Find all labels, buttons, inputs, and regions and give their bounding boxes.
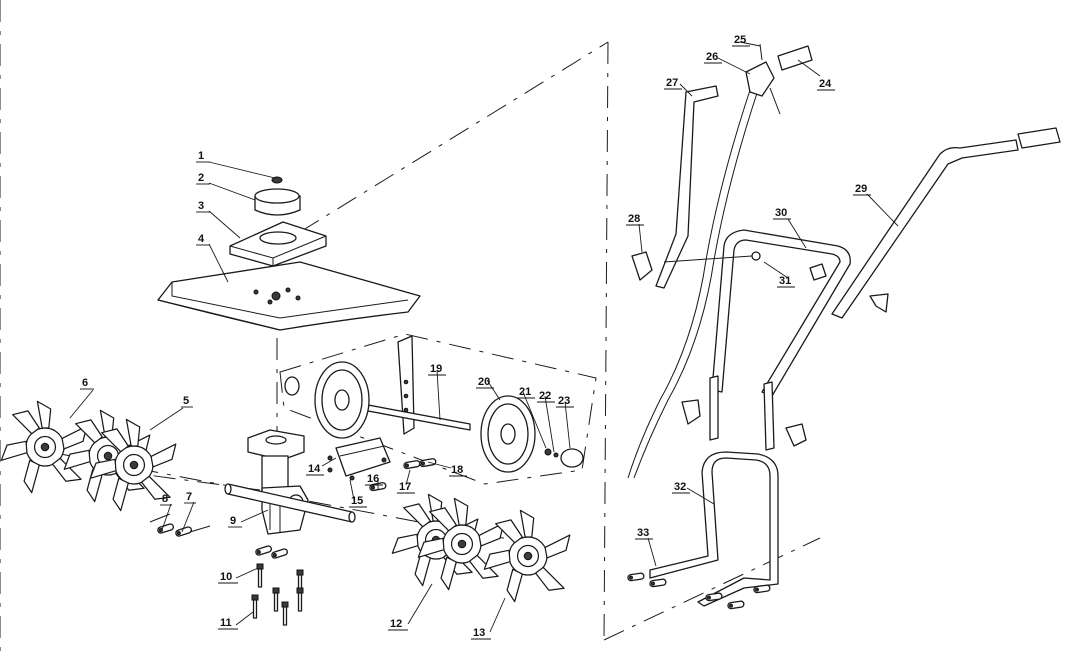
label-8: 8: [162, 493, 168, 505]
label-9: 9: [230, 515, 236, 527]
label-12: 12: [390, 618, 402, 630]
label-18: 18: [451, 464, 463, 476]
separator-line: [299, 41, 609, 233]
separator-line: [109, 469, 261, 491]
tine-12-inner: [417, 497, 505, 591]
label-10: 10: [220, 571, 232, 583]
gearbox: [247, 429, 309, 535]
label-20: 20: [478, 376, 490, 388]
label-15: 15: [351, 495, 363, 507]
label-32: 32: [674, 481, 686, 493]
label-3: 3: [198, 200, 204, 212]
label-30: 30: [775, 207, 787, 219]
cover-assembly: [157, 176, 421, 331]
label-7: 7: [186, 491, 192, 503]
label-13: 13: [473, 627, 485, 639]
wheel-kit: [279, 333, 597, 485]
label-4: 4: [198, 233, 205, 245]
label-6: 6: [82, 377, 88, 389]
label-14: 14: [308, 463, 321, 475]
separator-line: [603, 41, 609, 641]
label-16: 16: [367, 473, 379, 485]
tine-6: [0, 400, 88, 494]
label-27: 27: [666, 77, 678, 89]
label-21: 21: [519, 386, 531, 398]
label-5: 5: [183, 395, 189, 407]
wheel-bracket: [327, 437, 437, 492]
label-26: 26: [706, 51, 718, 63]
handle-assembly: [626, 43, 1061, 610]
label-underlines: [80, 45, 871, 640]
label-22: 22: [539, 390, 551, 402]
leader-lines: [69, 41, 899, 633]
label-2: 2: [198, 172, 204, 184]
label-24: 24: [819, 78, 832, 90]
separator-line: [603, 537, 821, 641]
label-17: 17: [399, 481, 411, 493]
tine-shaft: [224, 483, 356, 523]
label-23: 23: [558, 395, 570, 407]
label-29: 29: [855, 183, 867, 195]
tine-13: [483, 509, 571, 603]
label-31: 31: [779, 275, 791, 287]
label-33: 33: [637, 527, 649, 539]
label-19: 19: [430, 363, 442, 375]
label-28: 28: [628, 213, 640, 225]
label-25: 25: [734, 34, 746, 46]
label-11: 11: [220, 617, 232, 629]
label-1: 1: [198, 150, 204, 162]
part-labels: 1 2 3 4 5 6 7 8 9 10 11 12 13 14 15 16 1…: [82, 34, 867, 639]
